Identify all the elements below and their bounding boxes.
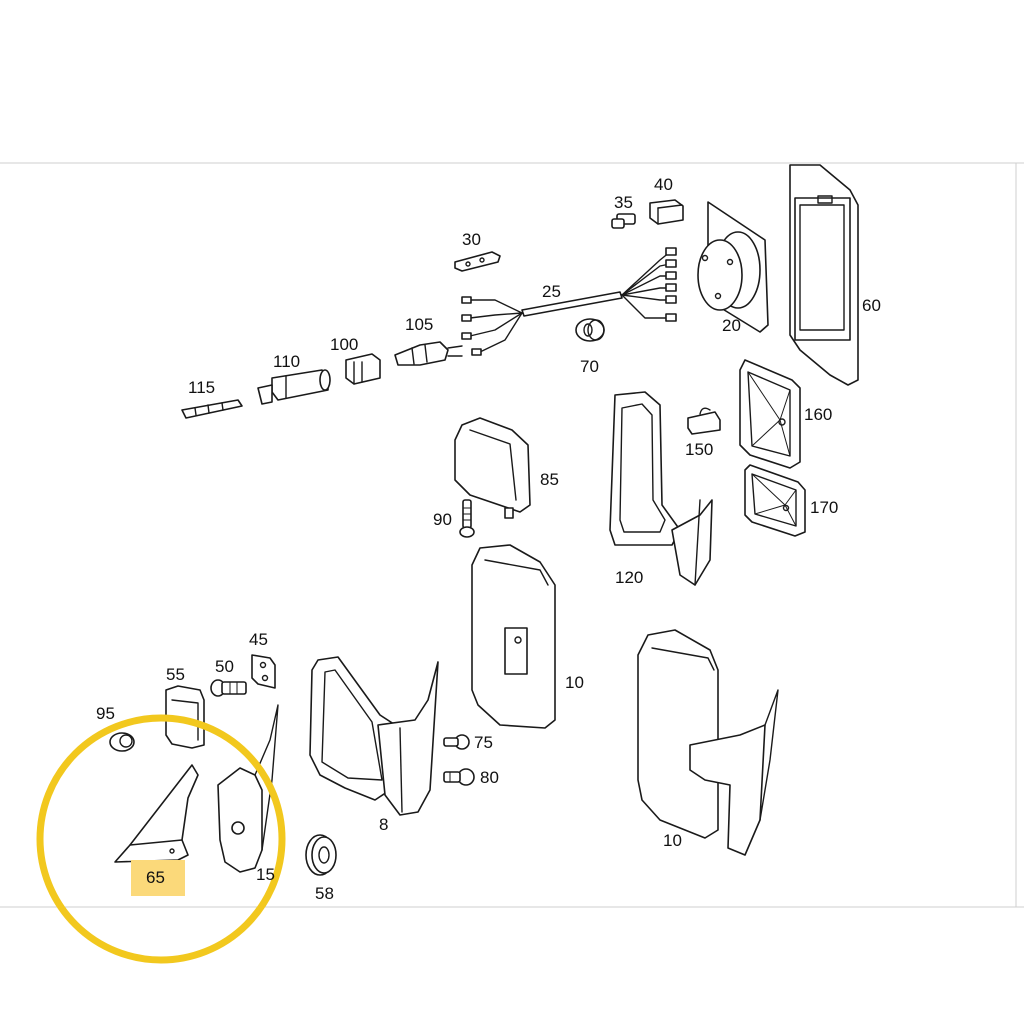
label-10-lower: 10 [663,831,682,850]
part-15-lower-cover[interactable] [217,704,279,873]
label-30: 30 [462,230,481,249]
part-170-mirror-glass-small[interactable] [744,464,806,537]
part-100-socket[interactable] [345,353,381,385]
part-150-bracket[interactable] [687,407,721,435]
label-115: 115 [188,378,215,397]
part-75-screw[interactable] [443,734,470,750]
label-100: 100 [330,335,358,354]
label-90: 90 [433,510,452,529]
part-70-grommet[interactable] [575,318,605,342]
label-105: 105 [405,315,433,334]
label-45: 45 [249,630,268,649]
part-65-triangle-cover[interactable] [114,764,199,863]
highlight-label-box [131,860,185,896]
part-40-connector-housing[interactable] [649,199,684,225]
part-110-cylinder-connector[interactable] [257,369,331,405]
label-160: 160 [804,405,832,424]
part-30-retaining-clip[interactable] [454,251,501,272]
part-120-mirror-arm[interactable] [609,391,713,586]
part-35-small-connector[interactable] [611,213,636,229]
part-90-screw[interactable] [459,499,475,538]
part-80-screw[interactable] [443,768,475,786]
part-95-cap[interactable] [109,732,135,752]
part-20-mirror-motor[interactable] [697,201,769,333]
part-45-bracket-plate[interactable] [251,654,276,689]
label-50: 50 [215,657,234,676]
label-10-upper: 10 [565,673,584,692]
label-20: 20 [722,316,741,335]
label-55: 55 [166,665,185,684]
label-40: 40 [654,175,673,194]
part-25-wiring-harness[interactable] [461,247,677,356]
part-105-plug[interactable] [394,341,463,366]
part-60-mirror-plate[interactable] [789,164,859,386]
label-75: 75 [474,733,493,752]
label-60: 60 [862,296,881,315]
label-8: 8 [379,815,388,834]
label-120: 120 [615,568,643,587]
label-170: 170 [810,498,838,517]
part-10-mirror-housing-lower[interactable] [637,629,779,856]
label-15: 15 [256,865,275,884]
label-150: 150 [685,440,713,459]
label-95: 95 [96,704,115,723]
label-58: 58 [315,884,334,903]
label-65: 65 [146,868,165,887]
part-50-bolt[interactable] [210,679,247,697]
highlight-circle [36,714,286,964]
part-58-bearing-ring[interactable] [305,834,337,876]
part-160-mirror-glass[interactable] [739,359,801,469]
part-115-terminal[interactable] [181,399,243,419]
label-85: 85 [540,470,559,489]
label-80: 80 [480,768,499,787]
label-35: 35 [614,193,633,212]
label-25: 25 [542,282,561,301]
part-8-mirror-arm[interactable] [309,656,439,816]
part-10-mirror-housing-upper[interactable] [471,544,556,729]
label-110: 110 [273,352,300,371]
part-85-mirror-cover[interactable] [454,417,531,519]
label-70: 70 [580,357,599,376]
